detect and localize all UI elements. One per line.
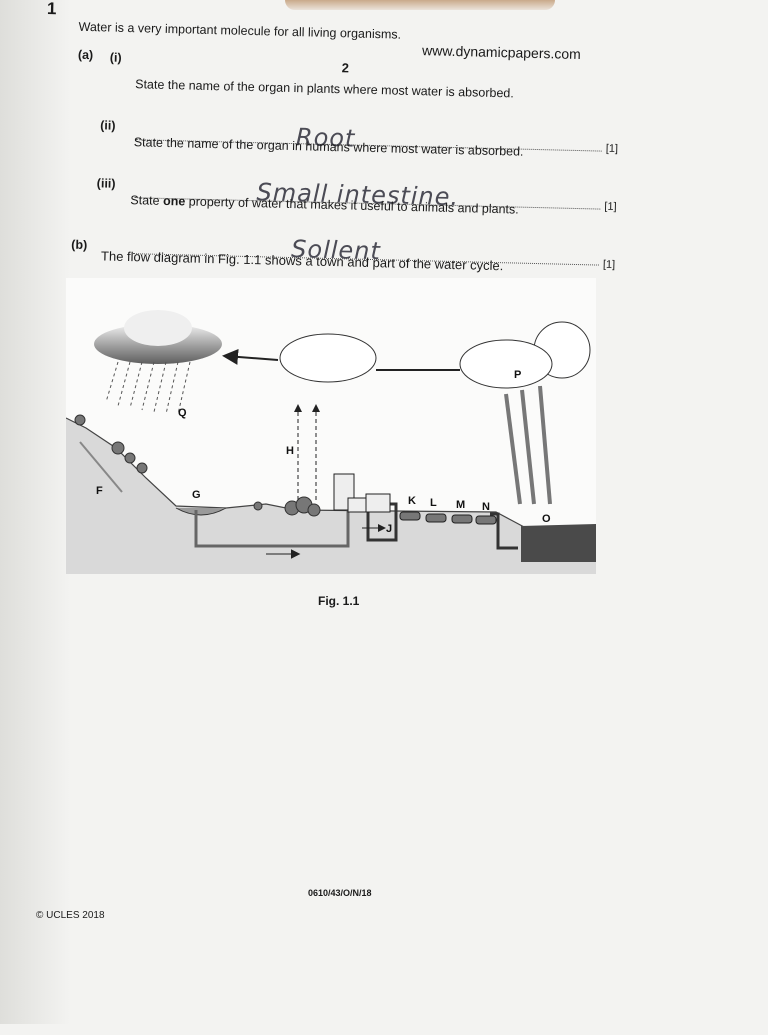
label-o: O: [542, 513, 551, 525]
ground: [66, 418, 596, 574]
rain: [105, 361, 191, 415]
treatment-pipe: [366, 502, 398, 542]
page-number: 2: [341, 60, 350, 76]
tank-k: [399, 511, 421, 521]
page-shadow: [0, 0, 70, 1024]
lake: [175, 507, 227, 516]
item-ii-marks: [1]: [604, 200, 617, 213]
item-iii-emphasis: one: [162, 193, 186, 209]
outflow-pipe: [490, 512, 518, 550]
item-i-marks: [1]: [605, 142, 619, 155]
figure-water-cycle: F G H J K L M N O P Q: [65, 278, 596, 574]
label-h: H: [286, 445, 294, 457]
part-b-label: (b): [71, 237, 88, 253]
item-ii-label: (ii): [100, 118, 116, 133]
evaporation-arrows-h: [294, 404, 320, 500]
label-k: K: [408, 495, 416, 507]
copyright: © UCLES 2018: [36, 910, 105, 921]
house: [347, 497, 367, 513]
label-f: F: [96, 485, 103, 497]
cloud-right: [459, 339, 553, 389]
photo-top-edge: [285, 0, 555, 10]
evaporation-arrows-p: [504, 385, 552, 505]
label-n: N: [482, 501, 490, 513]
website-url: www.dynamicpapers.com: [421, 42, 582, 63]
water-pipe: [194, 500, 350, 548]
tank-l: [425, 513, 447, 523]
item-iii-marks: [1]: [602, 258, 616, 271]
label-l: L: [430, 497, 437, 509]
item-i-question: State the name of the organ in plants wh…: [135, 77, 514, 101]
label-g: G: [192, 489, 201, 501]
paper-code: 0610/43/O/N/18: [308, 888, 372, 898]
part-a-label: (a): [77, 47, 94, 63]
label-j: J: [386, 523, 392, 535]
item-i-label: (i): [109, 50, 122, 65]
label-p: P: [514, 369, 521, 381]
trees: [74, 414, 321, 517]
question-number: 1: [46, 0, 57, 19]
wind-arrow: [222, 348, 279, 365]
sea: [521, 524, 596, 562]
building: [365, 493, 391, 513]
item-iii-label: (iii): [96, 176, 116, 191]
figure-caption: Fig. 1.1: [318, 594, 360, 608]
item-iii-suffix: property of water that makes it useful t…: [188, 194, 519, 217]
label-q: Q: [178, 407, 187, 419]
runoff-arrow: [79, 441, 123, 493]
item-iii-prefix: State: [130, 193, 160, 208]
water-cycle-diagram: F G H J K L M N O P Q: [65, 310, 596, 574]
tank-n: [475, 515, 497, 525]
cloud-middle: [279, 333, 377, 383]
intro-text: Water is a very important molecule for a…: [78, 19, 402, 42]
label-m: M: [456, 499, 465, 511]
tank-m: [451, 514, 473, 524]
